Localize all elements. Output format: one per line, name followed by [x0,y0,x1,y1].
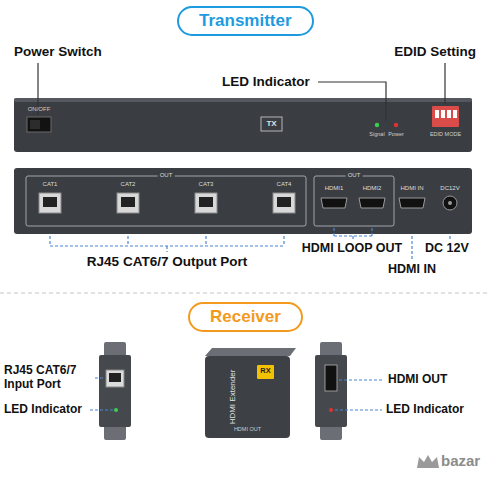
leader-lines [38,63,445,121]
port-group-name: OUT [158,172,175,179]
transmitter-front [14,98,472,152]
callout-label: RJ45 CAT6/7 Output Port [87,254,247,270]
callout-label: HDMI IN [388,262,436,276]
section-pill: Receiver [188,302,303,332]
device-text: HDMI Extender [228,370,237,425]
port-name: CAT2 [121,181,136,188]
separator [0,293,489,294]
callout-label: HDMI LOOP OUT [302,241,402,255]
callout-label: EDID Setting [394,44,476,60]
port-name: HDMI1 [325,185,344,192]
receiver-side-hdmi [315,342,347,440]
device-text: HDMI OUT [234,426,261,432]
callout-label: RJ45 CAT6/7 Input Port [4,364,92,392]
callout-label: Power Switch [14,44,102,60]
section-pill: Transmitter [177,6,314,36]
section-title: Transmitter [199,11,292,31]
receiver-side-rj45 [99,342,131,440]
port-name: CAT3 [199,181,214,188]
watermark-logo [417,455,439,468]
port-group-name: OUT [346,172,363,179]
callout-label: LED Indicator [4,403,82,417]
section-title: Receiver [210,307,281,327]
watermark: bazar [441,452,480,469]
panel-text: EDID MODE [430,131,461,137]
receiver-box [205,348,296,438]
callout-label: DC 12V [425,241,469,255]
panel-text: ON/OFF [28,106,51,113]
panel-text: Power [388,131,404,137]
port-name: HDMI IN [401,185,424,192]
port-name: CAT4 [277,181,292,188]
port-name: DC12V [440,185,459,192]
device-badge: RX [260,367,270,376]
panel-text: Signal [369,131,384,137]
callout-label: LED Indicator [222,74,310,90]
transmitter-back [14,168,472,234]
panel-text: TX [266,119,276,128]
port-name: HDMI2 [363,185,382,192]
port-name: CAT1 [43,181,58,188]
callout-label: LED Indicator [386,403,464,417]
callout-label: HDMI OUT [388,373,447,387]
